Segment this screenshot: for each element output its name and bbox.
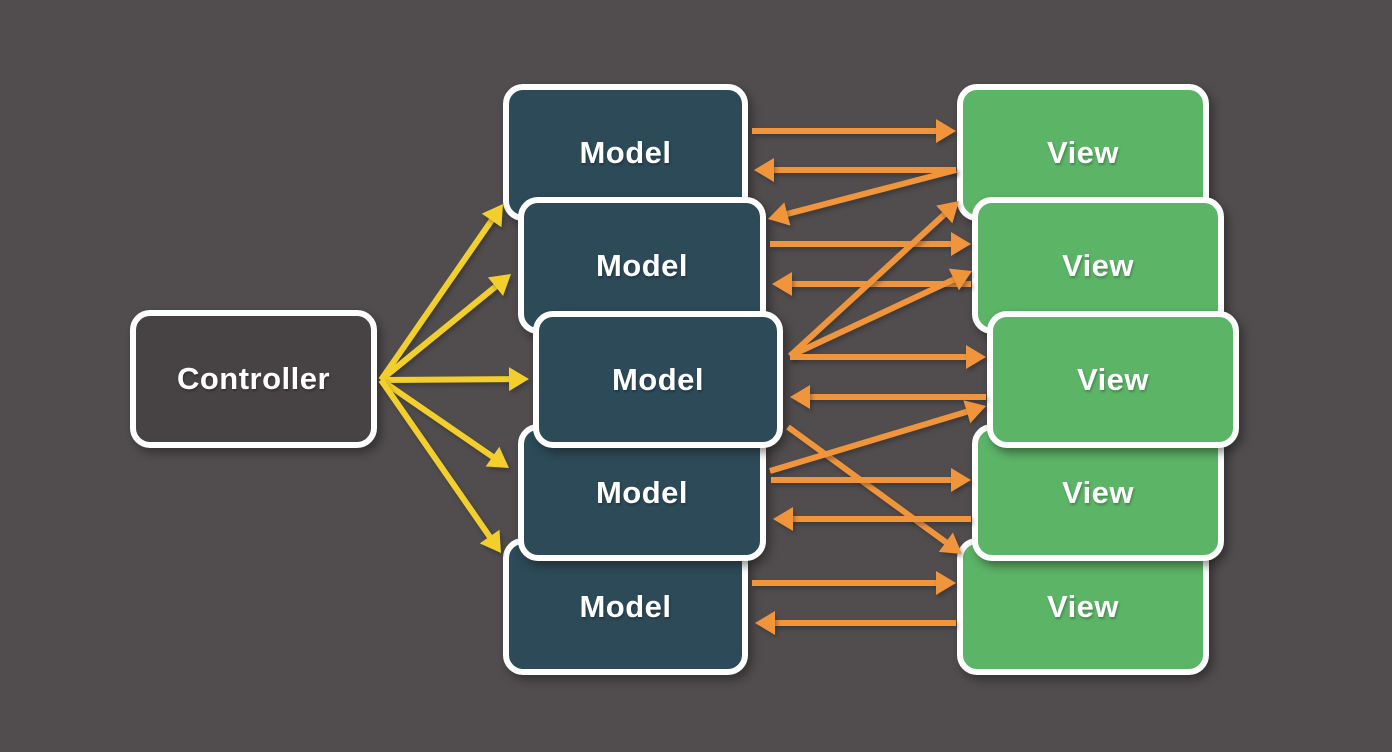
- edge-model3-view1: [787, 201, 959, 359]
- model-label: Model: [611, 361, 705, 397]
- model-node-3: Model: [533, 311, 783, 448]
- controller-node: Controller: [130, 310, 377, 448]
- model-label: Model: [595, 247, 689, 283]
- edge-model3-view5: [786, 424, 962, 554]
- edge-controller-model5: [378, 378, 501, 553]
- edge-view1-model2: [768, 167, 957, 226]
- model-label: Model: [579, 134, 672, 170]
- view-label: View: [1076, 361, 1150, 397]
- edge-model4-view4: [771, 468, 971, 492]
- edge-view4-model4: [773, 507, 971, 531]
- edge-view5-model5: [755, 611, 956, 635]
- edge-view1-model1: [754, 158, 956, 182]
- view-label: View: [1046, 134, 1120, 170]
- edge-model2-view2: [770, 232, 971, 256]
- edge-model1-view1: [752, 119, 956, 143]
- edge-model5-view5: [752, 571, 956, 595]
- edge-view2-model2: [772, 272, 971, 296]
- controller-label: Controller: [176, 361, 331, 396]
- view-label: View: [1061, 247, 1135, 283]
- edge-controller-model2: [379, 274, 511, 383]
- edge-controller-model4: [379, 377, 509, 468]
- edge-model3-view3: [790, 345, 986, 369]
- edge-model3-view2: [788, 268, 972, 359]
- edge-controller-model1: [378, 204, 503, 382]
- view-node-3: View: [987, 311, 1239, 448]
- edge-controller-model3: [380, 367, 529, 392]
- view-label: View: [1046, 588, 1120, 624]
- model-label: Model: [579, 588, 672, 624]
- view-label: View: [1061, 474, 1135, 510]
- model-label: Model: [595, 474, 689, 510]
- edge-model4-view3: [769, 400, 986, 474]
- edge-view3-model3: [790, 385, 986, 409]
